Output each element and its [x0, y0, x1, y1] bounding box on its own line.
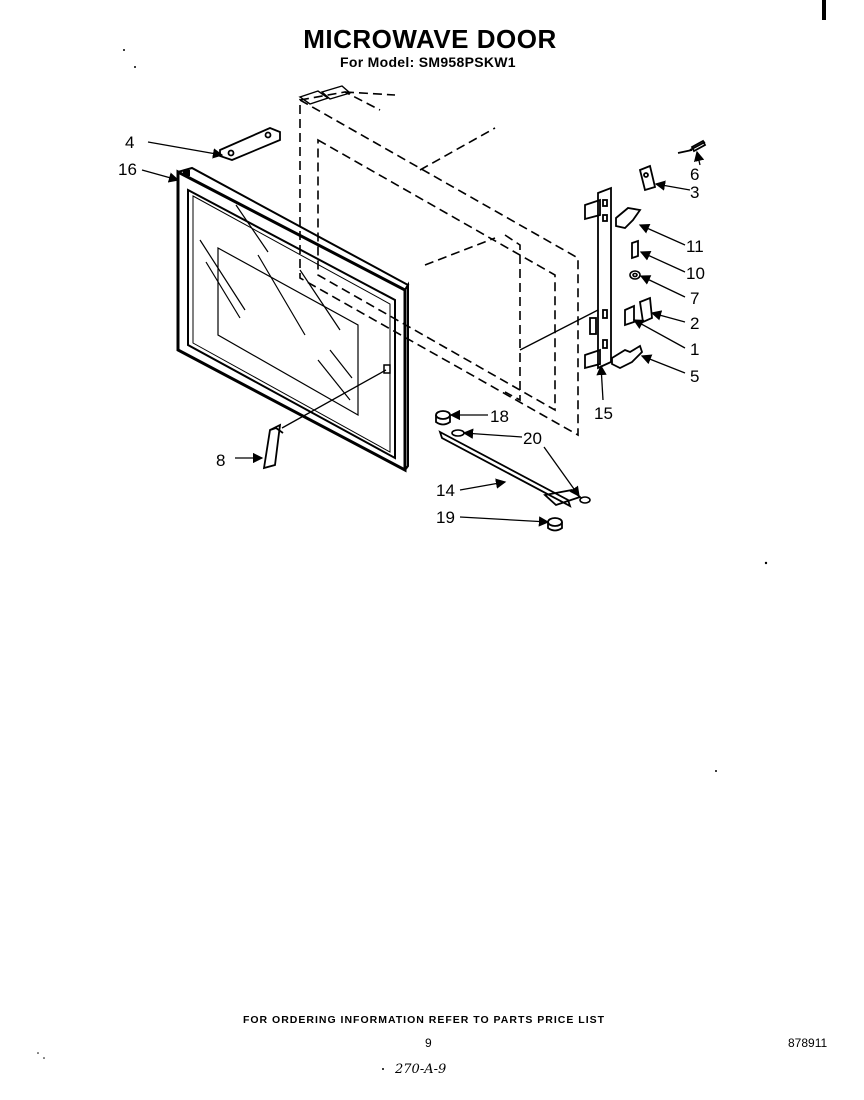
leader-14: [459, 478, 507, 491]
handwritten-note: 270-A-9: [395, 1062, 447, 1077]
callout-11: 11: [686, 237, 704, 256]
callout-5: 5: [690, 367, 699, 386]
leader-4: [147, 141, 224, 159]
leader-16: [141, 169, 180, 183]
spring-pin-part: [631, 239, 639, 260]
page-title: MICROWAVE DOOR: [303, 24, 557, 54]
latch-hook-part: [615, 207, 642, 229]
bracket-leader-line: [519, 309, 599, 351]
latch-lever-part: [638, 164, 657, 192]
callout-20: 20: [523, 429, 542, 448]
leader-2: [650, 310, 686, 323]
leader-20b: [543, 446, 580, 498]
callout-19: 19: [436, 508, 455, 527]
callout-1: 1: [690, 340, 699, 359]
leader-3: [654, 180, 691, 191]
leader-1: [632, 319, 686, 349]
leader-19: [459, 516, 550, 527]
hinge-plate: [219, 127, 281, 161]
leader-20a: [462, 428, 523, 439]
screw-part: [677, 139, 707, 154]
switch-part: [624, 296, 653, 327]
corner-mark: [822, 0, 826, 20]
callout-16: 16: [118, 160, 137, 179]
washer-part: [629, 270, 641, 280]
callout-7: 7: [690, 289, 699, 308]
hinge-bushing-top: [435, 410, 451, 426]
page-number: 9: [425, 1036, 432, 1050]
latch-bracket: [584, 186, 612, 370]
door-corner-screw: [183, 170, 190, 176]
ordering-information-note: FOR ORDERING INFORMATION REFER TO PARTS …: [242, 1014, 606, 1026]
leader-11: [638, 223, 686, 246]
door-latch-slot: [383, 364, 391, 374]
leader-6: [693, 150, 705, 166]
leader-15: [596, 364, 607, 401]
callout-3: 3: [690, 183, 699, 202]
door-handle: [262, 423, 284, 470]
glass-reflection-lines: [199, 204, 353, 401]
callout-8: 8: [216, 451, 225, 470]
hinge-washer: [451, 429, 591, 504]
callout-10: 10: [686, 264, 705, 283]
callout-4: 4: [125, 133, 134, 152]
callout-14: 14: [436, 481, 455, 500]
handle-leader-line: [281, 369, 387, 429]
callout-15: 15: [594, 404, 613, 423]
callout-6: 6: [690, 165, 699, 184]
scan-specks: [37, 49, 768, 1070]
leader-7: [639, 275, 686, 298]
document-code: 878911: [788, 1036, 828, 1050]
door-frame-tabs: [298, 85, 352, 105]
leader-5: [640, 354, 686, 374]
door-inner-frame: [299, 91, 579, 437]
latch-arm-part: [611, 344, 644, 370]
callout-18: 18: [490, 407, 509, 426]
lower-hinge-bar: [438, 430, 582, 508]
leader-10: [639, 251, 686, 273]
model-subtitle: For Model: SM958PSKW1: [340, 54, 516, 70]
callout-2: 2: [690, 314, 699, 333]
hinge-bushing-bottom: [547, 517, 563, 532]
